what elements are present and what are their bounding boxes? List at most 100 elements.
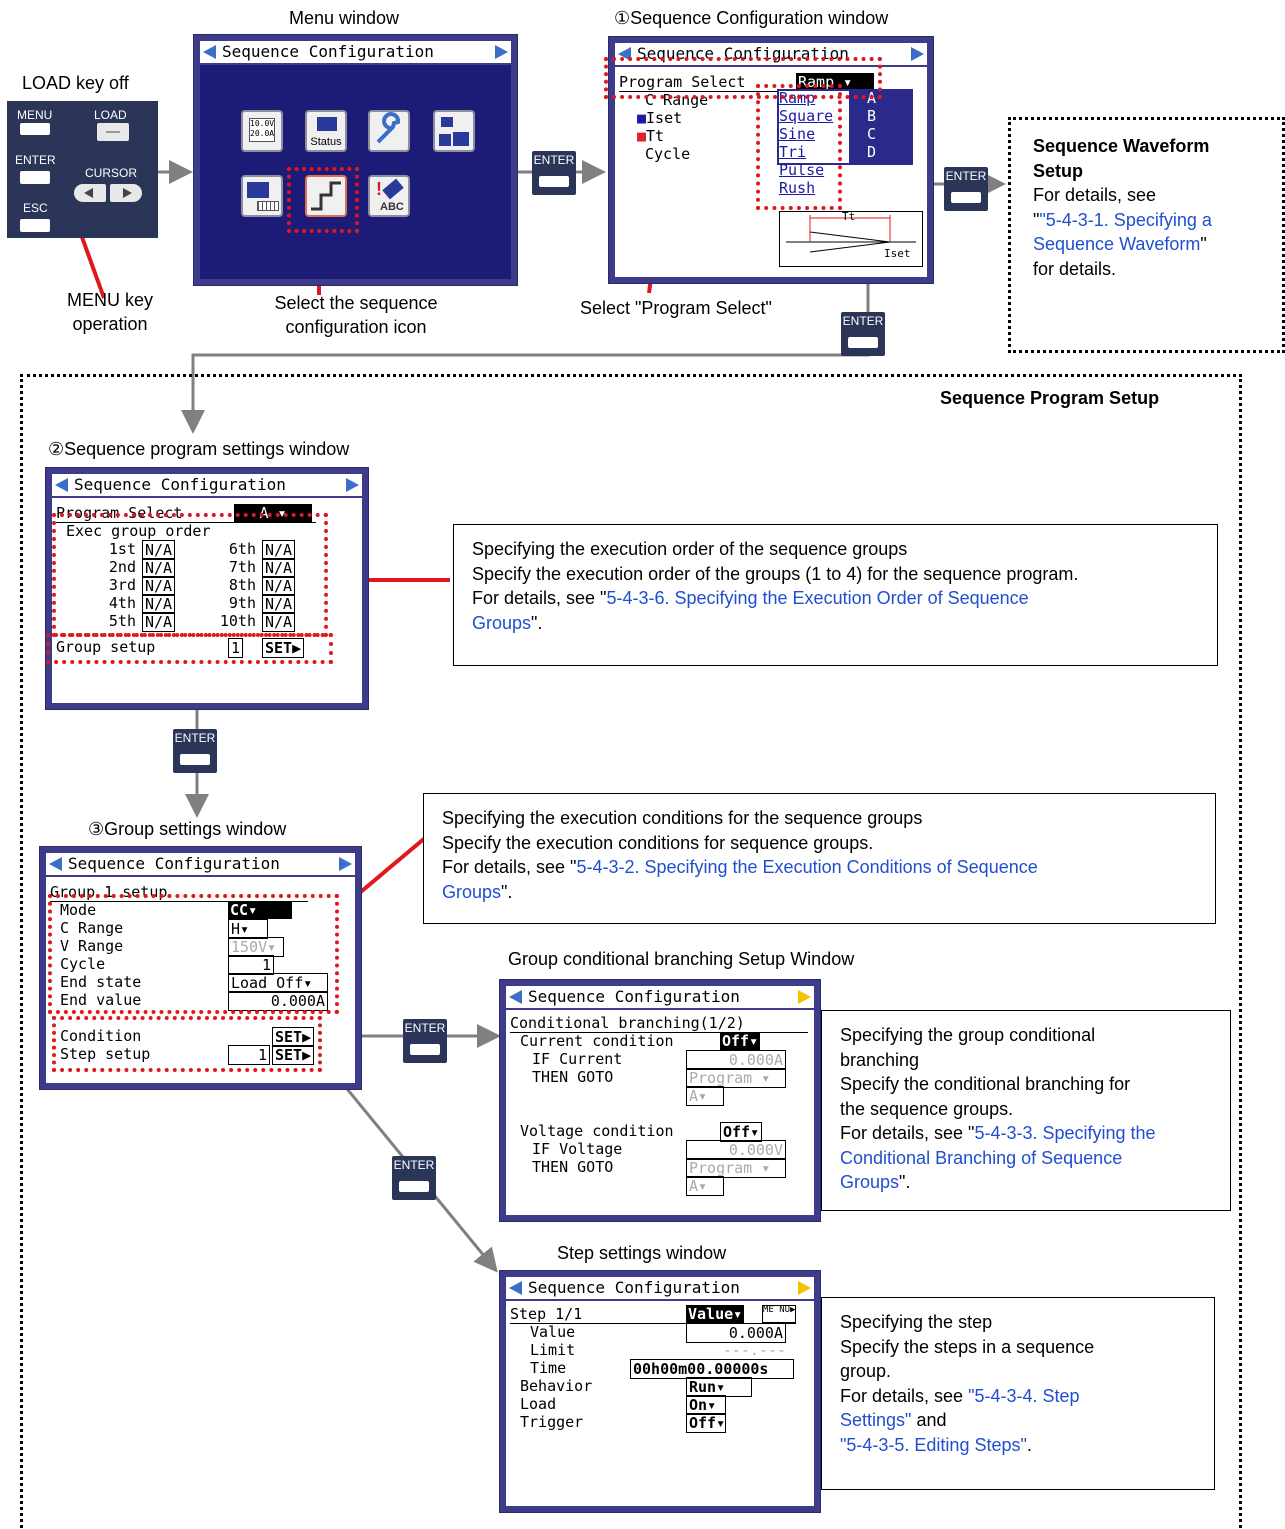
step-setup-number[interactable]: 1 (228, 1045, 270, 1065)
step-window-title-bar: Sequence Configuration (506, 1277, 814, 1299)
group-row-value[interactable]: H▾ (228, 919, 268, 939)
conditions-description: Specifying the execution conditions for … (423, 793, 1216, 924)
order-value[interactable]: N/A (262, 540, 296, 560)
enter-key[interactable] (20, 171, 50, 184)
then-goto-letter-2[interactable]: A▾ (686, 1176, 724, 1196)
step-desc-link-line3[interactable]: "5-4-3-5. Editing Steps". (840, 1434, 1032, 1455)
branch-desc-link-line[interactable]: For details, see "5-4-3-3. Specifying th… (840, 1123, 1156, 1143)
memory-icon[interactable] (433, 110, 475, 152)
exec-desc-link-line[interactable]: For details, see "5-4-3-6. Specifying th… (472, 588, 1029, 608)
sequence-icon[interactable] (305, 175, 347, 217)
if-voltage-value[interactable]: 0.000V (686, 1140, 786, 1160)
right-arrow-icon[interactable] (798, 1281, 811, 1295)
range-icon-a: 20.0A (250, 129, 275, 138)
group-row-value[interactable]: CC▾ (228, 901, 292, 919)
group-setup-set-button[interactable]: SET▶ (262, 638, 305, 658)
enter-key-icon[interactable]: ENTER (403, 1019, 447, 1063)
branch-desc-link-line3[interactable]: Groups". (840, 1172, 911, 1192)
highlight-group-settings (48, 894, 339, 1014)
step-row-value[interactable]: On▾ (686, 1395, 726, 1415)
step-setup-set-button[interactable]: SET▶ (272, 1045, 315, 1065)
enter-key-icon[interactable]: ENTER (532, 151, 576, 195)
status-icon[interactable]: Status (305, 110, 347, 152)
condition-set-button[interactable]: SET▶ (272, 1027, 315, 1047)
order-value[interactable]: N/A (142, 612, 176, 632)
cond-desc-link-line2[interactable]: Groups". (442, 881, 513, 902)
seq-row-tt: ■Tt (637, 127, 665, 145)
left-arrow-icon[interactable] (49, 857, 62, 871)
alarm-clear-icon[interactable]: !ABC (368, 175, 410, 217)
load-key[interactable] (97, 123, 129, 141)
order-value[interactable]: N/A (142, 558, 176, 578)
group-row-value[interactable]: 1 (228, 955, 274, 975)
right-arrow-icon[interactable] (911, 47, 924, 61)
step-row-value[interactable]: Run▾ (686, 1377, 752, 1397)
right-arrow-icon[interactable] (339, 857, 352, 871)
waveform-pulse[interactable]: Pulse (779, 161, 825, 179)
group-setup-number[interactable]: 1 (228, 638, 244, 658)
right-arrow-icon[interactable] (346, 478, 359, 492)
order-value[interactable]: N/A (142, 576, 176, 596)
waveform-setup-link2[interactable]: Sequence Waveform" (1033, 234, 1207, 254)
cursor-left-key[interactable] (74, 184, 106, 202)
order-label: 4th (108, 594, 136, 612)
group-window-title-bar: Sequence Configuration (46, 853, 355, 875)
if-current-value[interactable]: 0.000A (686, 1050, 786, 1070)
left-arrow-icon[interactable] (55, 478, 68, 492)
left-arrow-icon[interactable] (203, 45, 216, 59)
caption-select-program: Select "Program Select" (580, 298, 772, 318)
waveform-rush[interactable]: Rush (779, 179, 816, 197)
step-mode-value[interactable]: Value▾ (686, 1305, 745, 1323)
right-arrow-icon[interactable] (495, 45, 508, 59)
order-value[interactable]: N/A (262, 594, 296, 614)
window-title: Sequence Configuration (74, 475, 286, 494)
right-arrow-icon[interactable] (798, 990, 811, 1004)
step-menu-button[interactable]: ME NU▶ (762, 1305, 796, 1323)
waveform-square[interactable]: Square (779, 107, 834, 125)
order-value[interactable]: N/A (262, 558, 296, 578)
esc-key[interactable] (20, 219, 50, 232)
enter-key-icon[interactable]: ENTER (173, 729, 217, 773)
group-row-value[interactable]: Load Off▾ (228, 973, 328, 993)
exec-desc-link-line2[interactable]: Groups". (472, 612, 543, 633)
step-row-value[interactable]: ---.--- (722, 1341, 786, 1359)
program-select-row[interactable]: Program Select (619, 73, 877, 92)
left-arrow-icon[interactable] (509, 1281, 522, 1295)
step-desc-link-line[interactable]: For details, see "5-4-3-4. Step (840, 1385, 1080, 1406)
window-title: Sequence Configuration (528, 1278, 740, 1297)
enter-key-icon[interactable]: ENTER (841, 312, 885, 356)
voltage-condition-value[interactable]: Off▾ (720, 1122, 763, 1142)
order-value[interactable]: N/A (262, 576, 296, 596)
interface-icon[interactable] (241, 175, 283, 217)
voltage-condition-label: Voltage condition (520, 1122, 674, 1140)
menu-key[interactable] (20, 123, 50, 135)
waveform-letter-c: C (867, 125, 877, 143)
step-row-label: Limit (530, 1341, 576, 1359)
then-goto-program-2[interactable]: Program ▾ (686, 1158, 786, 1178)
cursor-key-label: CURSOR (85, 166, 138, 180)
step-desc-link-line2[interactable]: Settings" and (840, 1410, 947, 1430)
step-row-value[interactable]: Off▾ (686, 1413, 726, 1433)
then-goto-program[interactable]: Program ▾ (686, 1068, 786, 1088)
step-row-value[interactable]: 0.000A (686, 1323, 786, 1343)
order-value[interactable]: N/A (142, 594, 176, 614)
waveform-tri[interactable]: Tri (779, 143, 807, 161)
group-row-value[interactable]: 150V▾ (228, 937, 284, 957)
left-arrow-icon[interactable] (509, 990, 522, 1004)
group-row-label: Mode (60, 901, 97, 919)
cond-desc-link-line[interactable]: For details, see "5-4-3-2. Specifying th… (442, 857, 1038, 877)
cursor-right-key[interactable] (110, 184, 142, 202)
branch-desc-link-line2[interactable]: Conditional Branching of Sequence (840, 1147, 1123, 1168)
order-value[interactable]: N/A (142, 540, 176, 560)
step-row-value[interactable]: 00h00m00.00000s (630, 1359, 794, 1379)
order-label: 7th (228, 558, 256, 576)
current-condition-value[interactable]: Off▾ (720, 1032, 761, 1050)
waveform-sine[interactable]: Sine (779, 125, 816, 143)
enter-key-icon[interactable]: ENTER (392, 1156, 436, 1200)
order-value[interactable]: N/A (262, 612, 296, 632)
then-goto-letter[interactable]: A▾ (686, 1086, 724, 1106)
enter-key-icon[interactable]: ENTER (944, 167, 988, 211)
wrench-icon[interactable] (368, 110, 410, 152)
waveform-setup-link[interactable]: ""5-4-3-1. Specifying a (1033, 209, 1212, 230)
